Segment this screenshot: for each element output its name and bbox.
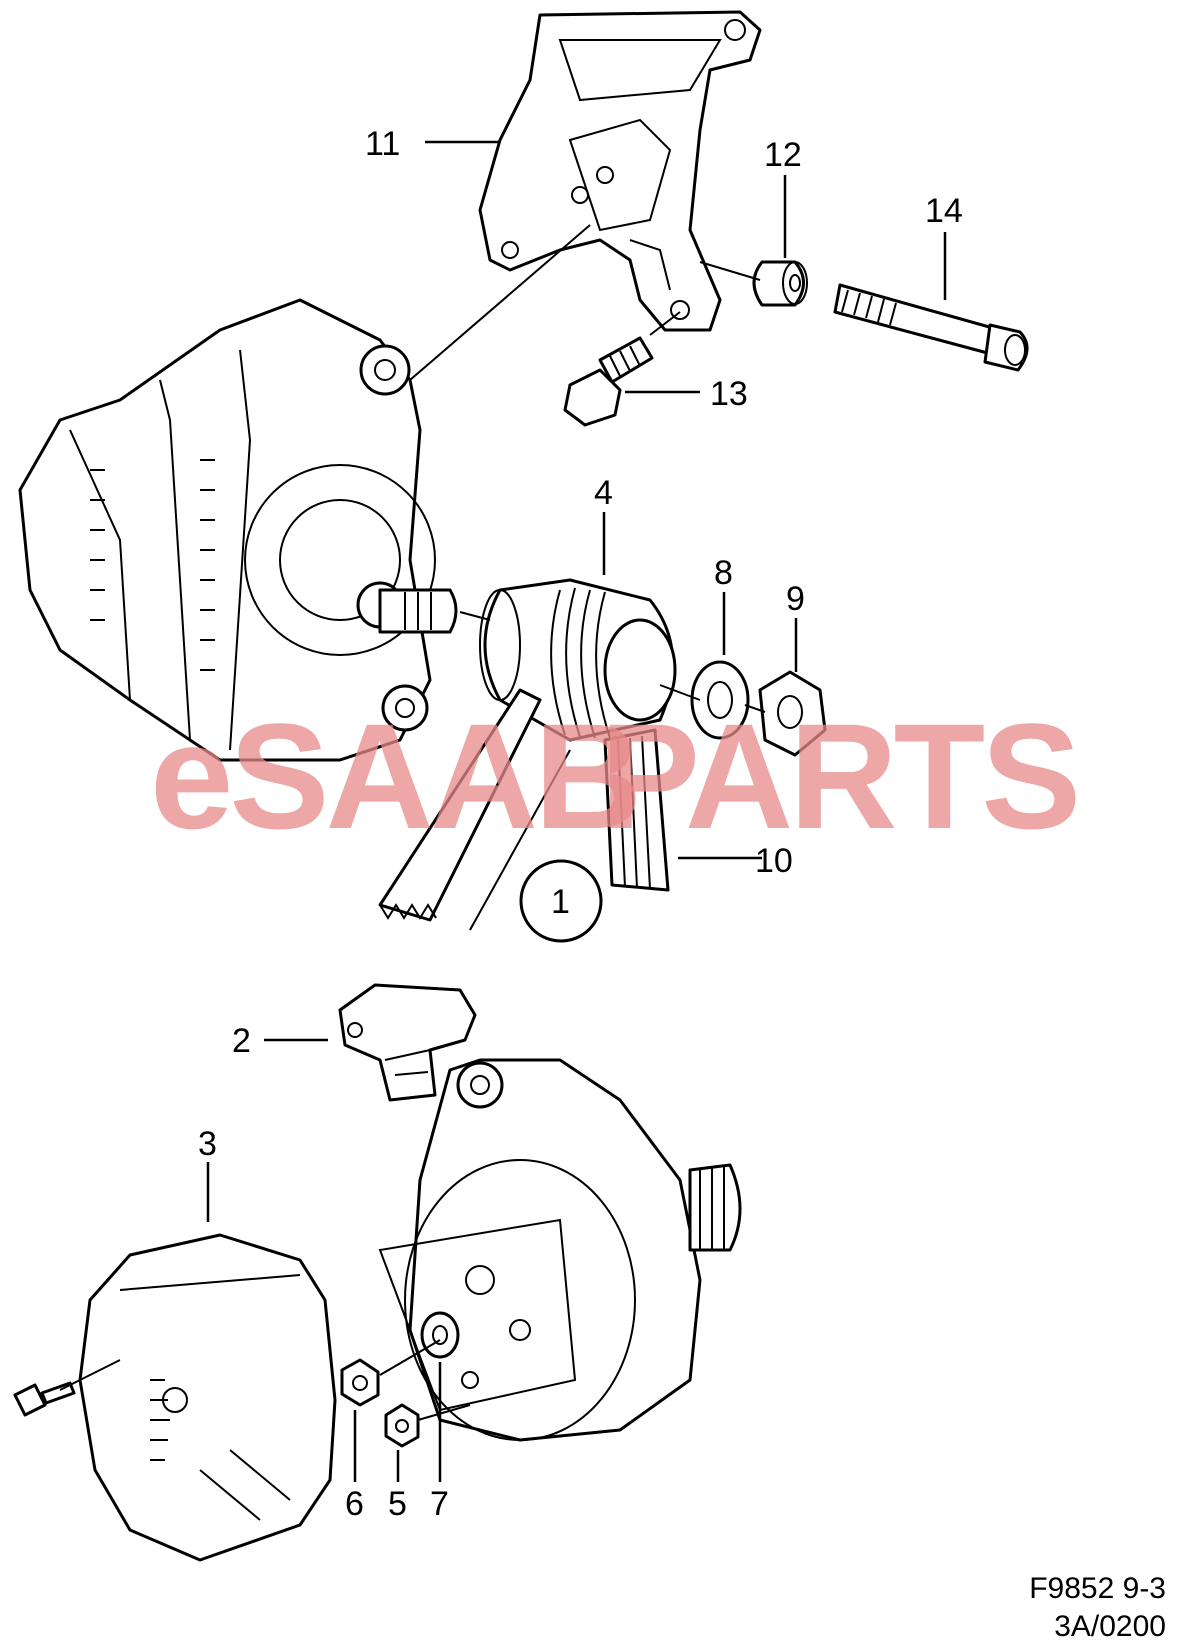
voltage-regulator bbox=[338, 983, 477, 1102]
callout-9: 9 bbox=[786, 580, 805, 618]
callout-2: 2 bbox=[232, 1022, 251, 1060]
nut-6 bbox=[340, 1358, 380, 1407]
spacer-sleeve bbox=[752, 260, 808, 307]
ribbed-belt bbox=[603, 728, 670, 892]
mounting-bracket bbox=[478, 10, 762, 332]
callout-14: 14 bbox=[925, 192, 963, 230]
washer-7 bbox=[420, 1311, 460, 1359]
callout-11: 11 bbox=[365, 125, 400, 163]
callout-3: 3 bbox=[198, 1125, 217, 1163]
callout-12: 12 bbox=[764, 136, 802, 174]
alternator-assembly-top bbox=[18, 298, 458, 762]
callout-13: 13 bbox=[710, 375, 748, 413]
alternator-assembly-rear bbox=[378, 1058, 742, 1442]
figure-code-line2: 3A/0200 bbox=[1054, 1610, 1166, 1643]
rear-cover bbox=[78, 1233, 337, 1562]
callout-5: 5 bbox=[388, 1485, 407, 1523]
washer bbox=[690, 660, 750, 740]
figure-code: F9852 9-3 3A/0200 bbox=[1029, 1572, 1166, 1643]
figure-code-line1: F9852 9-3 bbox=[1029, 1572, 1166, 1605]
callout-6: 6 bbox=[345, 1485, 364, 1523]
watermark: eSAAB PARTS bbox=[150, 692, 1081, 860]
short-bolt bbox=[563, 336, 654, 427]
cooling-fins bbox=[90, 459, 215, 671]
callout-labels: 11 12 14 13 4 8 9 10 1 2 3 6 5 7 bbox=[198, 125, 963, 1523]
callout-4: 4 bbox=[594, 474, 613, 512]
leader-lines bbox=[59, 140, 947, 1482]
callout-10: 10 bbox=[755, 842, 793, 880]
watermark-left: eSAAB bbox=[150, 692, 638, 860]
drive-belt bbox=[378, 688, 571, 931]
long-bolt bbox=[833, 283, 1029, 372]
belt-callout-circle bbox=[519, 859, 603, 943]
callout-7: 7 bbox=[430, 1485, 449, 1523]
nut-5 bbox=[384, 1403, 420, 1448]
pulley-nut bbox=[758, 670, 827, 757]
watermark-right: PARTS bbox=[600, 692, 1077, 860]
callout-1: 1 bbox=[551, 883, 570, 921]
callout-8: 8 bbox=[714, 554, 733, 592]
